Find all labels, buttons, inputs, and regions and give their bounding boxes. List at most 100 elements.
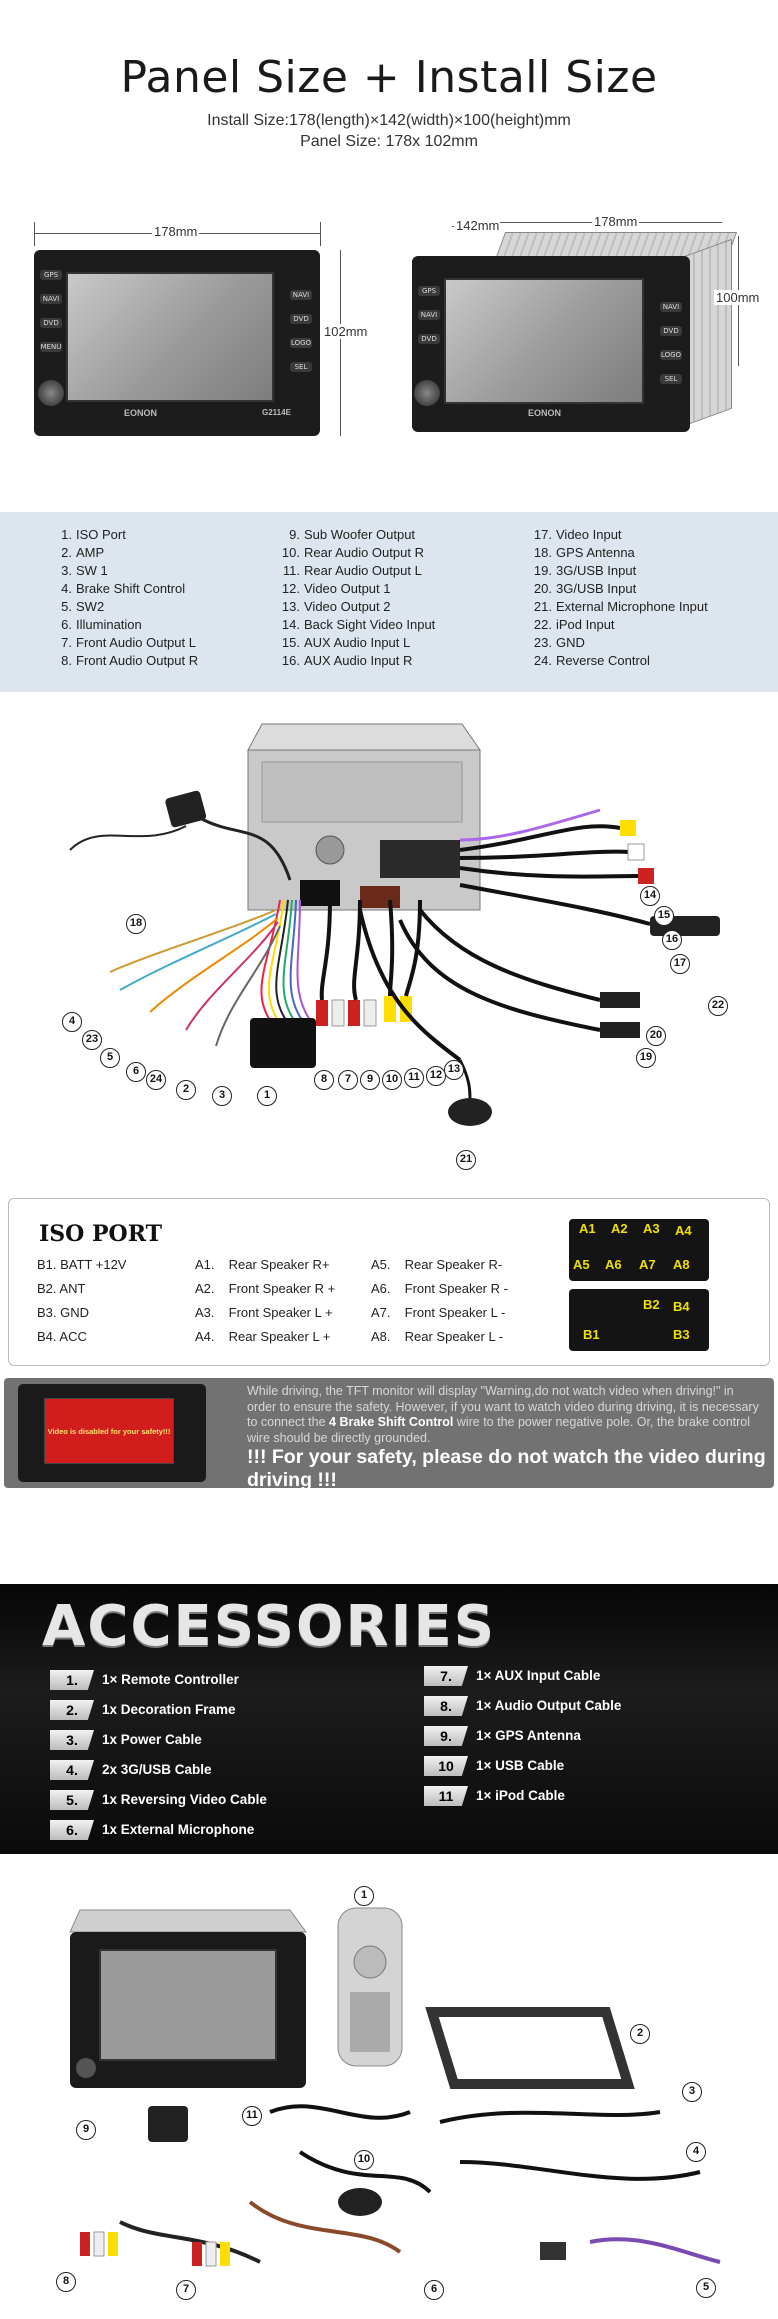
port-label: Sub Woofer Output bbox=[304, 527, 416, 542]
callout-9: 9 bbox=[360, 1070, 380, 1090]
port-label: SW 1 bbox=[76, 563, 108, 578]
callout-18: 18 bbox=[126, 914, 146, 934]
callout-8: 8 bbox=[314, 1070, 334, 1090]
callout-7: 7 bbox=[338, 1070, 358, 1090]
port-item: 12.Video Output 1 bbox=[278, 580, 435, 598]
port-number: 6. bbox=[61, 617, 72, 632]
iso-b-pin: B1. BATT +12V bbox=[37, 1257, 127, 1272]
port-label: Front Audio Output L bbox=[76, 635, 196, 650]
callout-10: 10 bbox=[382, 1070, 402, 1090]
pkg-gps-antenna bbox=[148, 2106, 188, 2142]
front-brand-logo: EONON bbox=[124, 408, 158, 418]
side-btn-4: NAVI bbox=[660, 302, 682, 312]
pkg-callout-6: 6 bbox=[424, 2280, 444, 2300]
port-item: 8.Front Audio Output R bbox=[50, 652, 198, 670]
iso-harness bbox=[109, 899, 311, 1047]
port-label: Back Sight Video Input bbox=[304, 617, 436, 632]
iso-connector-b: B2 B4 B1 B3 bbox=[569, 1289, 709, 1351]
iso-connector-pin: A6 bbox=[605, 1257, 622, 1272]
port-label: Rear Audio Output R bbox=[304, 545, 424, 560]
panel-size-text: Panel Size: 178x 102mm bbox=[300, 133, 478, 150]
side-btn-2: NAVI bbox=[418, 310, 440, 320]
port-number: 16. bbox=[281, 653, 300, 668]
accessory-label: 2x 3G/USB Cable bbox=[102, 1762, 212, 1777]
port-number: 5. bbox=[61, 599, 72, 614]
iso-a-key: A1. bbox=[195, 1257, 215, 1272]
callout-1: 1 bbox=[257, 1086, 277, 1106]
rca-plugs bbox=[316, 899, 422, 1027]
accessories-title: ACCESSORIES bbox=[42, 1594, 497, 1659]
port-label: SW2 bbox=[76, 599, 105, 614]
side-height-label: 100mm bbox=[714, 290, 762, 305]
port-label: GPS Antenna bbox=[556, 545, 635, 560]
port-label: Brake Shift Control bbox=[76, 581, 186, 596]
right-cables bbox=[358, 808, 651, 1101]
accessory-number: 11 bbox=[424, 1786, 468, 1806]
warning-text-bold: 4 Brake Shift Control bbox=[329, 1415, 454, 1429]
front-view-unit: GPS NAVI DVD MENU NAVI DVD LOGO SEL EONO… bbox=[34, 250, 320, 436]
iso-a-val: Rear Speaker L - bbox=[404, 1329, 504, 1344]
callout-16: 16 bbox=[662, 930, 682, 950]
port-number: 19. bbox=[533, 563, 552, 578]
iso-a-val: Rear Speaker L + bbox=[228, 1329, 331, 1344]
accessory-number: 6. bbox=[50, 1820, 94, 1840]
front-btn-3: DVD bbox=[40, 318, 62, 328]
wiring-illustration bbox=[69, 723, 720, 1126]
port-number: 21. bbox=[533, 599, 552, 614]
side-btn-6: LOGO bbox=[660, 350, 682, 360]
callout-12: 12 bbox=[426, 1066, 446, 1086]
iso-a-val: Front Speaker R - bbox=[404, 1281, 508, 1296]
front-model-label: G2114E bbox=[262, 408, 291, 417]
port-number: 13. bbox=[281, 599, 300, 614]
port-label: External Microphone Input bbox=[556, 599, 708, 614]
callout-11: 11 bbox=[404, 1068, 424, 1088]
accessory-label: 1× Audio Output Cable bbox=[476, 1698, 622, 1713]
safety-warning-section: Video is disabled for your safety!!! Whi… bbox=[4, 1378, 774, 1491]
iso-connector-pin: A8 bbox=[673, 1257, 690, 1272]
warning-text-part: wire to the power negative pole. Or, the… bbox=[247, 1415, 751, 1445]
side-btn-3: DVD bbox=[418, 334, 440, 344]
pkg-callout-4: 4 bbox=[686, 2142, 706, 2162]
iso-a-key: A8. bbox=[371, 1329, 391, 1344]
package-contents-section: 1 2 3 4 5 6 7 8 9 10 11 bbox=[0, 1862, 778, 2314]
accessory-number: 1. bbox=[50, 1670, 94, 1690]
iso-a-val: Front Speaker L + bbox=[228, 1305, 333, 1320]
pkg-microphone bbox=[338, 2188, 382, 2216]
port-label: AUX Audio Input L bbox=[304, 635, 411, 650]
port-number: 23. bbox=[533, 635, 552, 650]
pkg-remote bbox=[337, 1907, 403, 2067]
side-view-unit: GPS NAVI DVD NAVI DVD LOGO SEL EONON bbox=[412, 256, 690, 432]
side-brand-logo: EONON bbox=[528, 408, 562, 418]
port-number: 22. bbox=[533, 617, 552, 632]
dim-tick-left bbox=[34, 222, 35, 246]
port-label: Video Input bbox=[556, 527, 622, 542]
port-item: 3.SW 1 bbox=[50, 562, 198, 580]
port-item: 17.Video Input bbox=[530, 526, 708, 544]
accessory-number: 10 bbox=[424, 1756, 468, 1776]
warning-unit-screen: Video is disabled for your safety!!! bbox=[44, 1398, 174, 1464]
port-item: 5. SW2 bbox=[50, 598, 198, 616]
iso-connector-pin: A7 bbox=[639, 1257, 656, 1272]
port-item: 4.Brake Shift Control bbox=[50, 580, 198, 598]
port-item: 22.iPod Input bbox=[530, 616, 708, 634]
port-item: 9.Sub Woofer Output bbox=[278, 526, 435, 544]
warning-unit-image: Video is disabled for your safety!!! bbox=[18, 1384, 206, 1482]
accessory-number: 3. bbox=[50, 1730, 94, 1750]
head-unit-rear bbox=[247, 723, 481, 911]
pkg-cables bbox=[119, 2104, 721, 2264]
port-number: 8. bbox=[61, 653, 72, 668]
iso-connector-pin: B1 bbox=[583, 1327, 600, 1342]
package-illustration bbox=[69, 1907, 721, 2267]
accessory-label: 1× USB Cable bbox=[476, 1758, 565, 1773]
iso-connector-pin: B2 bbox=[643, 1297, 660, 1312]
accessory-number: 7. bbox=[424, 1666, 468, 1686]
iso-b-pins: B1. BATT +12V B2. ANT B3. GND B4. ACC bbox=[37, 1253, 126, 1349]
port-item: 13.Video Output 2 bbox=[278, 598, 435, 616]
install-size-text: Install Size:178(length)×142(width)×100(… bbox=[207, 112, 571, 129]
callout-23: 23 bbox=[82, 1030, 102, 1050]
port-number: 18. bbox=[533, 545, 552, 560]
side-width-label: 178mm bbox=[592, 214, 640, 229]
